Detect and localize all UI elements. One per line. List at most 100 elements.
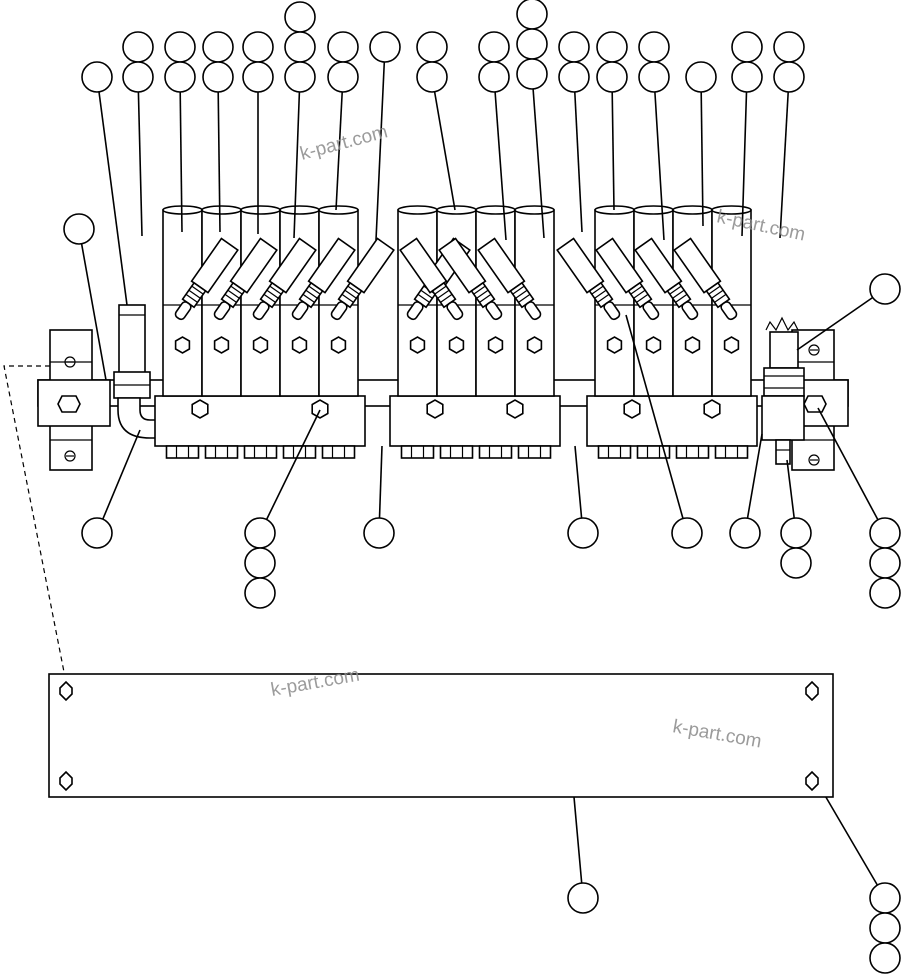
plate-bolt-hex-icon <box>805 680 819 702</box>
left-mounting-bracket <box>37 329 111 471</box>
nipple-tip <box>681 301 699 321</box>
tube-hex-nut-icon <box>174 336 191 354</box>
callout-balloon <box>242 31 274 63</box>
leader-line <box>217 91 221 233</box>
pressure-switch-fitting <box>761 316 805 465</box>
leader-line <box>494 91 507 241</box>
callout-balloon <box>122 31 154 63</box>
leader-line <box>179 91 183 233</box>
callout-balloon <box>516 58 548 90</box>
callout-balloon <box>416 31 448 63</box>
callout-balloon <box>244 577 276 609</box>
callout-balloon <box>869 912 901 944</box>
indicator-nipple <box>213 237 278 321</box>
callout-balloon <box>869 577 901 609</box>
tube-cap <box>397 205 438 215</box>
leader-line <box>375 61 386 241</box>
tube-cap <box>672 205 713 215</box>
nipple-tip <box>446 301 464 321</box>
callout-balloon <box>63 213 95 245</box>
callout-balloon <box>363 517 395 549</box>
leader-line <box>574 91 583 233</box>
callout-balloon <box>869 942 901 974</box>
callout-balloon <box>122 61 154 93</box>
tube-hex-nut-icon <box>448 336 465 354</box>
outlet-nut <box>204 445 239 459</box>
indicator-nipple <box>477 237 542 321</box>
outlet-nut <box>714 445 749 459</box>
callout-balloon <box>731 61 763 93</box>
outlet-nut <box>597 445 632 459</box>
nipple-tip <box>174 301 192 321</box>
outlet-nut <box>400 445 435 459</box>
callout-balloon <box>284 1 316 33</box>
leader-line <box>746 433 763 519</box>
callout-balloon <box>202 31 234 63</box>
callout-balloon <box>596 61 628 93</box>
nipple-tip <box>213 301 231 321</box>
leader-line <box>433 91 456 211</box>
tube-cap <box>279 205 320 215</box>
callout-balloon <box>869 882 901 914</box>
plate-bolt-hex-icon <box>805 770 819 792</box>
callout-balloon <box>244 547 276 579</box>
outlet-nut <box>636 445 671 459</box>
callout-balloon <box>478 61 510 93</box>
nipple-tip <box>330 301 348 321</box>
assembly-link-dashed-line <box>3 365 65 673</box>
left-bracket-bolt-hex-icon <box>57 395 81 413</box>
tube-hex-nut-icon <box>213 336 230 354</box>
tube-hex-nut-icon <box>684 336 701 354</box>
leader-line <box>611 91 615 211</box>
nipple-tip <box>642 301 660 321</box>
outlet-nut <box>243 445 278 459</box>
callout-balloons <box>63 0 901 974</box>
indicator-nipple <box>330 237 395 321</box>
callout-balloon <box>671 517 703 549</box>
manifold-assembly <box>37 0 901 974</box>
callout-balloon <box>869 273 901 305</box>
leader-line <box>137 91 143 237</box>
nipple-tip <box>524 301 542 321</box>
callout-leaders <box>80 61 879 886</box>
nipple-tip <box>291 301 309 321</box>
block-bolt-hex-icon <box>506 399 524 419</box>
indicator-nipple <box>556 237 621 321</box>
leader-line <box>796 296 874 351</box>
leader-line <box>532 88 545 239</box>
right-bracket-bolt-hex-icon <box>803 395 827 413</box>
tube-cap <box>475 205 516 215</box>
leader-line <box>80 243 107 381</box>
plate-bolt-hex-icon <box>59 770 73 792</box>
callout-balloon <box>731 31 763 63</box>
block-bolt-hex-icon <box>623 399 641 419</box>
leader-line <box>102 429 141 520</box>
callout-balloon <box>242 61 274 93</box>
callout-balloon <box>596 31 628 63</box>
tube-cap <box>711 205 752 215</box>
callout-balloon <box>81 61 113 93</box>
nipple-tip <box>603 301 621 321</box>
leader-line <box>378 445 383 519</box>
callout-balloon <box>164 61 196 93</box>
leader-line <box>573 796 583 884</box>
tube-hex-nut-icon <box>252 336 269 354</box>
callout-balloon <box>164 31 196 63</box>
callout-balloon <box>284 61 316 93</box>
callout-balloon <box>567 517 599 549</box>
distributor-block <box>154 395 366 447</box>
watermark-text: k-part.com <box>298 121 390 165</box>
block-bolt-hex-icon <box>191 399 209 419</box>
tube-cap <box>201 205 242 215</box>
callout-balloon <box>327 61 359 93</box>
outlet-nut <box>675 445 710 459</box>
callout-balloon <box>780 547 812 579</box>
outlet-nut <box>439 445 474 459</box>
plate-bolt-hex-icon <box>59 680 73 702</box>
callout-balloon <box>369 31 401 63</box>
tube-cap <box>240 205 281 215</box>
callout-balloon <box>81 517 113 549</box>
valve-stacks <box>154 205 758 459</box>
